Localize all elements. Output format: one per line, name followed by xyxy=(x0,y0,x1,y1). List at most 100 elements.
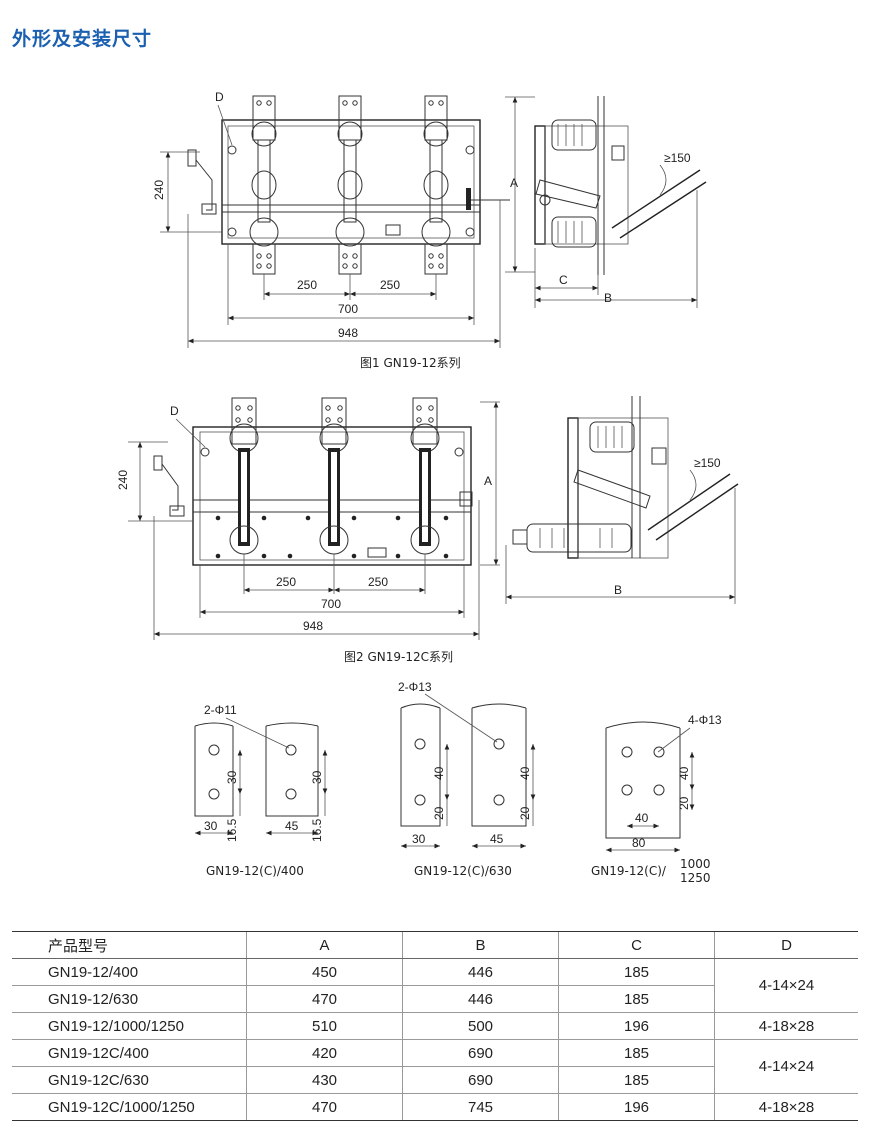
terminal-1000-1250: 4-Φ13 40 20 40 80 GN19-12(C)/ 1000 1250 xyxy=(591,713,722,885)
cell-model: GN19-12/400 xyxy=(12,958,247,986)
term2-w2: 45 xyxy=(490,832,504,846)
figure1-front-view: D 240 250 250 700 948 图1 GN19-12系列 xyxy=(152,90,510,370)
cell-a: 430 xyxy=(246,1066,403,1094)
table-row: GN19-12C/1000/1250 470 745 196 4-18×28 xyxy=(12,1093,858,1121)
cell-d: 4-14×24 xyxy=(714,958,858,1013)
figure2-side-view: A ≥150 B xyxy=(480,396,739,604)
cell-c: 185 xyxy=(558,958,715,986)
pole-3-c xyxy=(410,397,440,555)
cell-model: GN19-12C/630 xyxy=(12,1066,247,1094)
cell-b: 446 xyxy=(402,985,559,1013)
fig1-dim-250a: 250 xyxy=(297,278,317,292)
fig1-dim-a: A xyxy=(510,176,518,190)
term3-caption-bottom: 1250 xyxy=(680,871,711,885)
term3-w2: 80 xyxy=(632,836,646,850)
fig1-dim-240: 240 xyxy=(152,180,166,200)
cell-model: GN19-12C/400 xyxy=(12,1039,247,1067)
cell-a: 450 xyxy=(246,958,403,986)
cell-c: 185 xyxy=(558,985,715,1013)
term1-w2: 45 xyxy=(285,819,299,833)
term2-v2: 40 xyxy=(518,766,532,780)
term3-w1: 40 xyxy=(635,811,649,825)
cell-d: 4-18×28 xyxy=(714,1012,858,1040)
cell-c: 196 xyxy=(558,1093,715,1121)
cell-c: 185 xyxy=(558,1066,715,1094)
table-row: GN19-12/630 470 446 185 xyxy=(12,985,858,1013)
cell-b: 690 xyxy=(402,1039,559,1067)
header-a: A xyxy=(246,931,403,959)
fig1-label-d: D xyxy=(215,90,224,104)
fig1-dim-250b: 250 xyxy=(380,278,400,292)
fig2-dim-948: 948 xyxy=(303,619,323,633)
dimensions-table: 产品型号 A B C D GN19-12/400 450 446 185 4-1… xyxy=(12,931,858,1121)
term3-v1: 40 xyxy=(677,766,691,780)
terminal-400: 2-Φ11 30 16.5 30 16.5 30 45 GN19-12(C)/4… xyxy=(194,703,328,878)
term1-h16b: 16.5 xyxy=(310,818,324,842)
term2-v1: 40 xyxy=(432,766,446,780)
cell-d: 4-18×28 xyxy=(714,1093,858,1121)
term1-v1: 30 xyxy=(225,770,239,784)
pole-1-c xyxy=(229,397,259,555)
figure2-caption: 图2 GN19-12C系列 xyxy=(344,650,453,664)
fig2-dim-b: B xyxy=(614,583,622,597)
term3-caption: GN19-12(C)/ xyxy=(591,864,667,878)
fig1-dim-c: C xyxy=(559,273,568,287)
term3-v2: 20 xyxy=(677,796,691,810)
term1-w1: 30 xyxy=(204,819,218,833)
cell-a: 510 xyxy=(246,1012,403,1040)
term1-holes: 2-Φ11 xyxy=(204,703,237,717)
fig2-dim-a: A xyxy=(484,474,492,488)
fig2-label-d: D xyxy=(170,404,179,418)
fig2-dim-angle: ≥150 xyxy=(694,456,721,470)
term2-v4: 20 xyxy=(518,806,532,820)
header-d: D xyxy=(714,931,858,959)
header-b: B xyxy=(402,931,559,959)
term1-caption: GN19-12(C)/400 xyxy=(206,864,304,878)
cell-b: 690 xyxy=(402,1066,559,1094)
cell-model: GN19-12/1000/1250 xyxy=(12,1012,247,1040)
cell-model: GN19-12C/1000/1250 xyxy=(12,1093,247,1121)
cell-b: 446 xyxy=(402,958,559,986)
page-title: 外形及安装尺寸 xyxy=(12,28,153,50)
cell-b: 745 xyxy=(402,1093,559,1121)
pole-3 xyxy=(421,95,451,275)
cell-a: 470 xyxy=(246,985,403,1013)
figure1-side-view: A ≥150 C B xyxy=(505,96,707,308)
table-row: GN19-12/1000/1250 510 500 196 4-18×28 xyxy=(12,1012,858,1040)
term2-holes: 2-Φ13 xyxy=(398,680,432,694)
term1-v2: 30 xyxy=(310,770,324,784)
table-row: GN19-12/400 450 446 185 4-14×24 xyxy=(12,958,858,1013)
terminal-630: 2-Φ13 40 20 40 20 30 45 GN19-12(C)/630 xyxy=(398,680,536,878)
term3-caption-top: 1000 xyxy=(680,857,711,871)
table-row: GN19-12C/400 420 690 185 4-14×24 xyxy=(12,1039,858,1094)
fig2-dim-700: 700 xyxy=(321,597,341,611)
term2-w1: 30 xyxy=(412,832,426,846)
term2-caption: GN19-12(C)/630 xyxy=(414,864,512,878)
figure1-caption: 图1 GN19-12系列 xyxy=(360,356,461,370)
cell-a: 420 xyxy=(246,1039,403,1067)
pole-1 xyxy=(249,95,279,275)
fig1-dim-700: 700 xyxy=(338,302,358,316)
term1-h16a: 16.5 xyxy=(225,818,239,842)
figure2-front-view: D 240 250 250 700 948 图2 GN19-12C系列 xyxy=(116,397,480,664)
pole-2-c xyxy=(319,397,349,555)
term3-holes: 4-Φ13 xyxy=(688,713,722,727)
pole-2 xyxy=(335,95,365,275)
fig2-dim-250b: 250 xyxy=(368,575,388,589)
table-row: GN19-12C/630 430 690 185 xyxy=(12,1066,858,1094)
cell-b: 500 xyxy=(402,1012,559,1040)
fig1-dim-b: B xyxy=(604,291,612,305)
term2-v3: 20 xyxy=(432,806,446,820)
cell-d: 4-14×24 xyxy=(714,1039,858,1094)
cell-c: 185 xyxy=(558,1039,715,1067)
cell-c: 196 xyxy=(558,1012,715,1040)
fig1-dim-948: 948 xyxy=(338,326,358,340)
fig2-dim-250a: 250 xyxy=(276,575,296,589)
cell-a: 470 xyxy=(246,1093,403,1121)
cell-model: GN19-12/630 xyxy=(12,985,247,1013)
table-header-row: 产品型号 A B C D xyxy=(12,931,858,959)
technical-drawings: D 240 250 250 700 948 图1 GN19-12系列 A xyxy=(116,90,739,885)
header-model: 产品型号 xyxy=(12,931,247,959)
header-c: C xyxy=(558,931,715,959)
fig1-dim-angle: ≥150 xyxy=(664,151,691,165)
